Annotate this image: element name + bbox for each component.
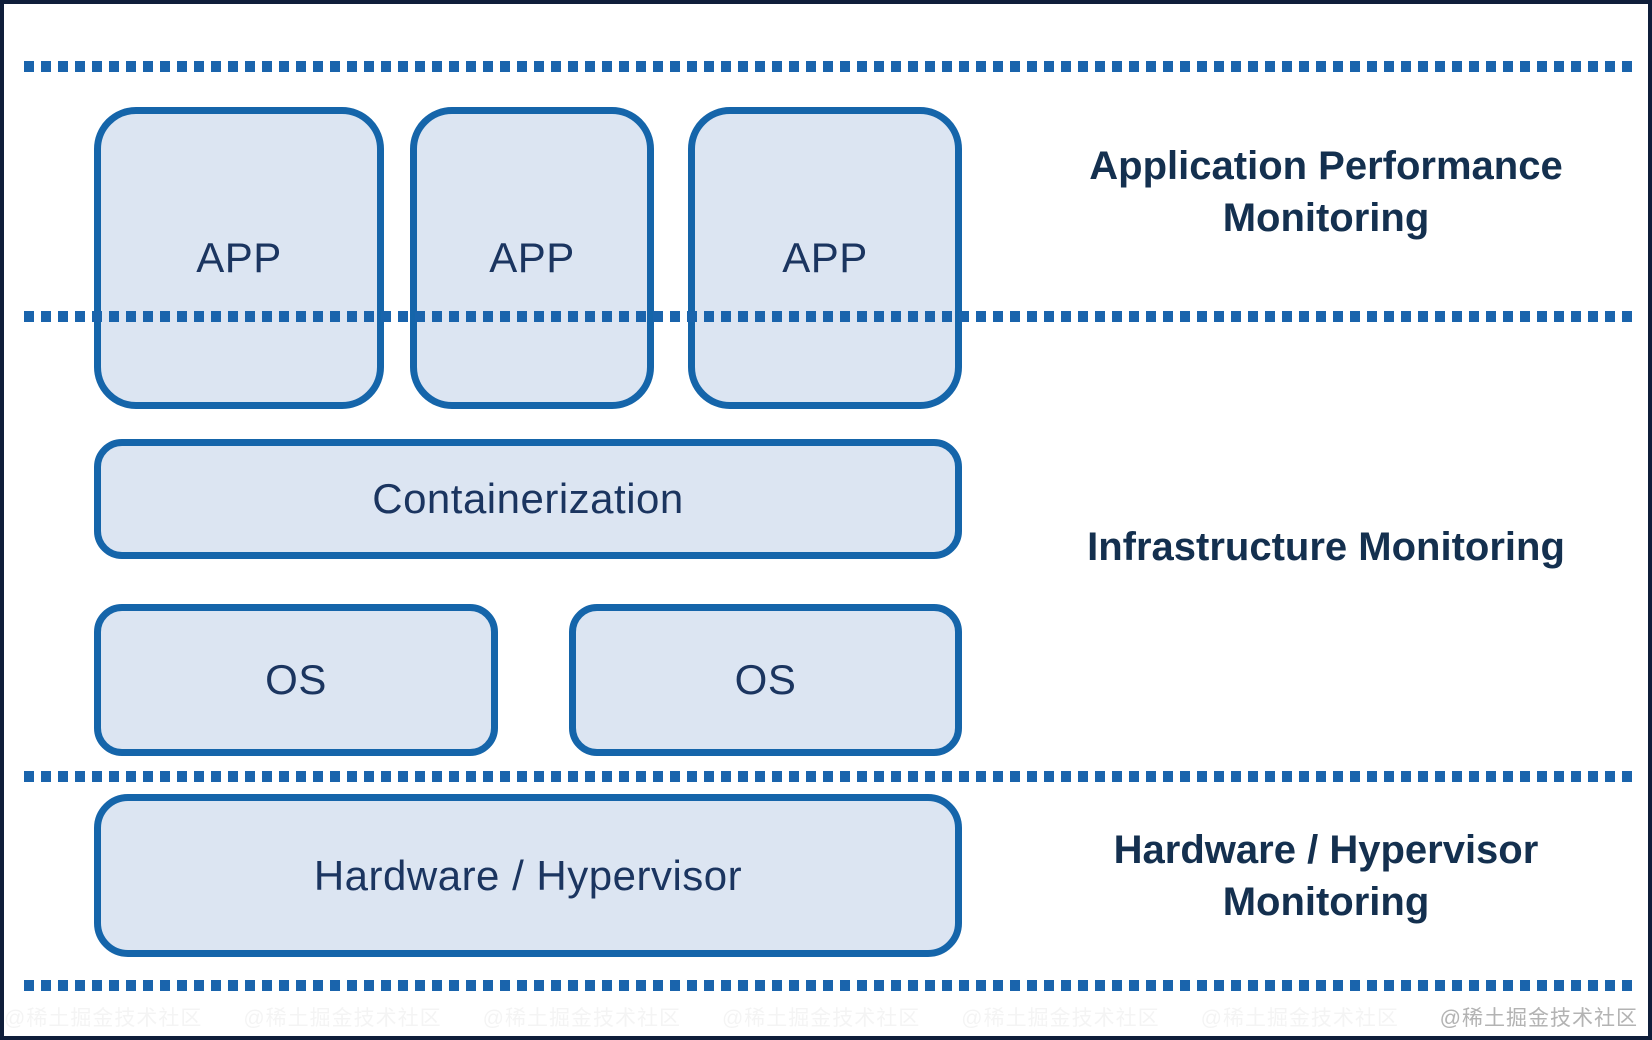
zone-label-hardware-hypervisor-monitoring: Hardware / Hypervisor Monitoring xyxy=(1006,771,1646,980)
dotted-separator-3 xyxy=(24,771,1636,782)
zone-label-application-performance-monitoring: Application Performance Monitoring xyxy=(1006,61,1646,322)
os-box-2: OS xyxy=(569,604,962,756)
os-box-1-label: OS xyxy=(265,656,327,703)
dotted-separator-2 xyxy=(24,311,1636,322)
application-performance-monitoring-text: Application Performance Monitoring xyxy=(1089,143,1563,240)
app-box-3: APP xyxy=(688,107,962,409)
app-box-1: APP xyxy=(94,107,384,409)
hardware-hypervisor-box: Hardware / Hypervisor xyxy=(94,794,962,957)
app-box-1-label: APP xyxy=(196,234,282,281)
app-box-3-label: APP xyxy=(782,234,868,281)
watermark-ghost-strip: @稀土掘金技术社区 @稀土掘金技术社区 @稀土掘金技术社区 @稀土掘金技术社区 … xyxy=(4,1007,1648,1030)
dotted-separator-4 xyxy=(24,980,1636,991)
app-box-2-label: APP xyxy=(489,234,575,281)
os-box-1: OS xyxy=(94,604,498,756)
dotted-separator-1 xyxy=(24,61,1636,72)
os-box-2-label: OS xyxy=(734,656,797,703)
app-box-2: APP xyxy=(410,107,654,409)
hardware-hypervisor-monitoring-text: Hardware / Hypervisor Monitoring xyxy=(1113,827,1539,924)
watermark: @稀土掘金技术社区 xyxy=(1439,1007,1638,1030)
hardware-hypervisor-label: Hardware / Hypervisor xyxy=(313,851,743,899)
zone-label-infrastructure-monitoring: Infrastructure Monitoring xyxy=(1006,322,1646,771)
infrastructure-monitoring-text: Infrastructure Monitoring xyxy=(1087,524,1565,569)
containerization-box: Containerization xyxy=(94,439,962,559)
containerization-label: Containerization xyxy=(372,475,684,522)
